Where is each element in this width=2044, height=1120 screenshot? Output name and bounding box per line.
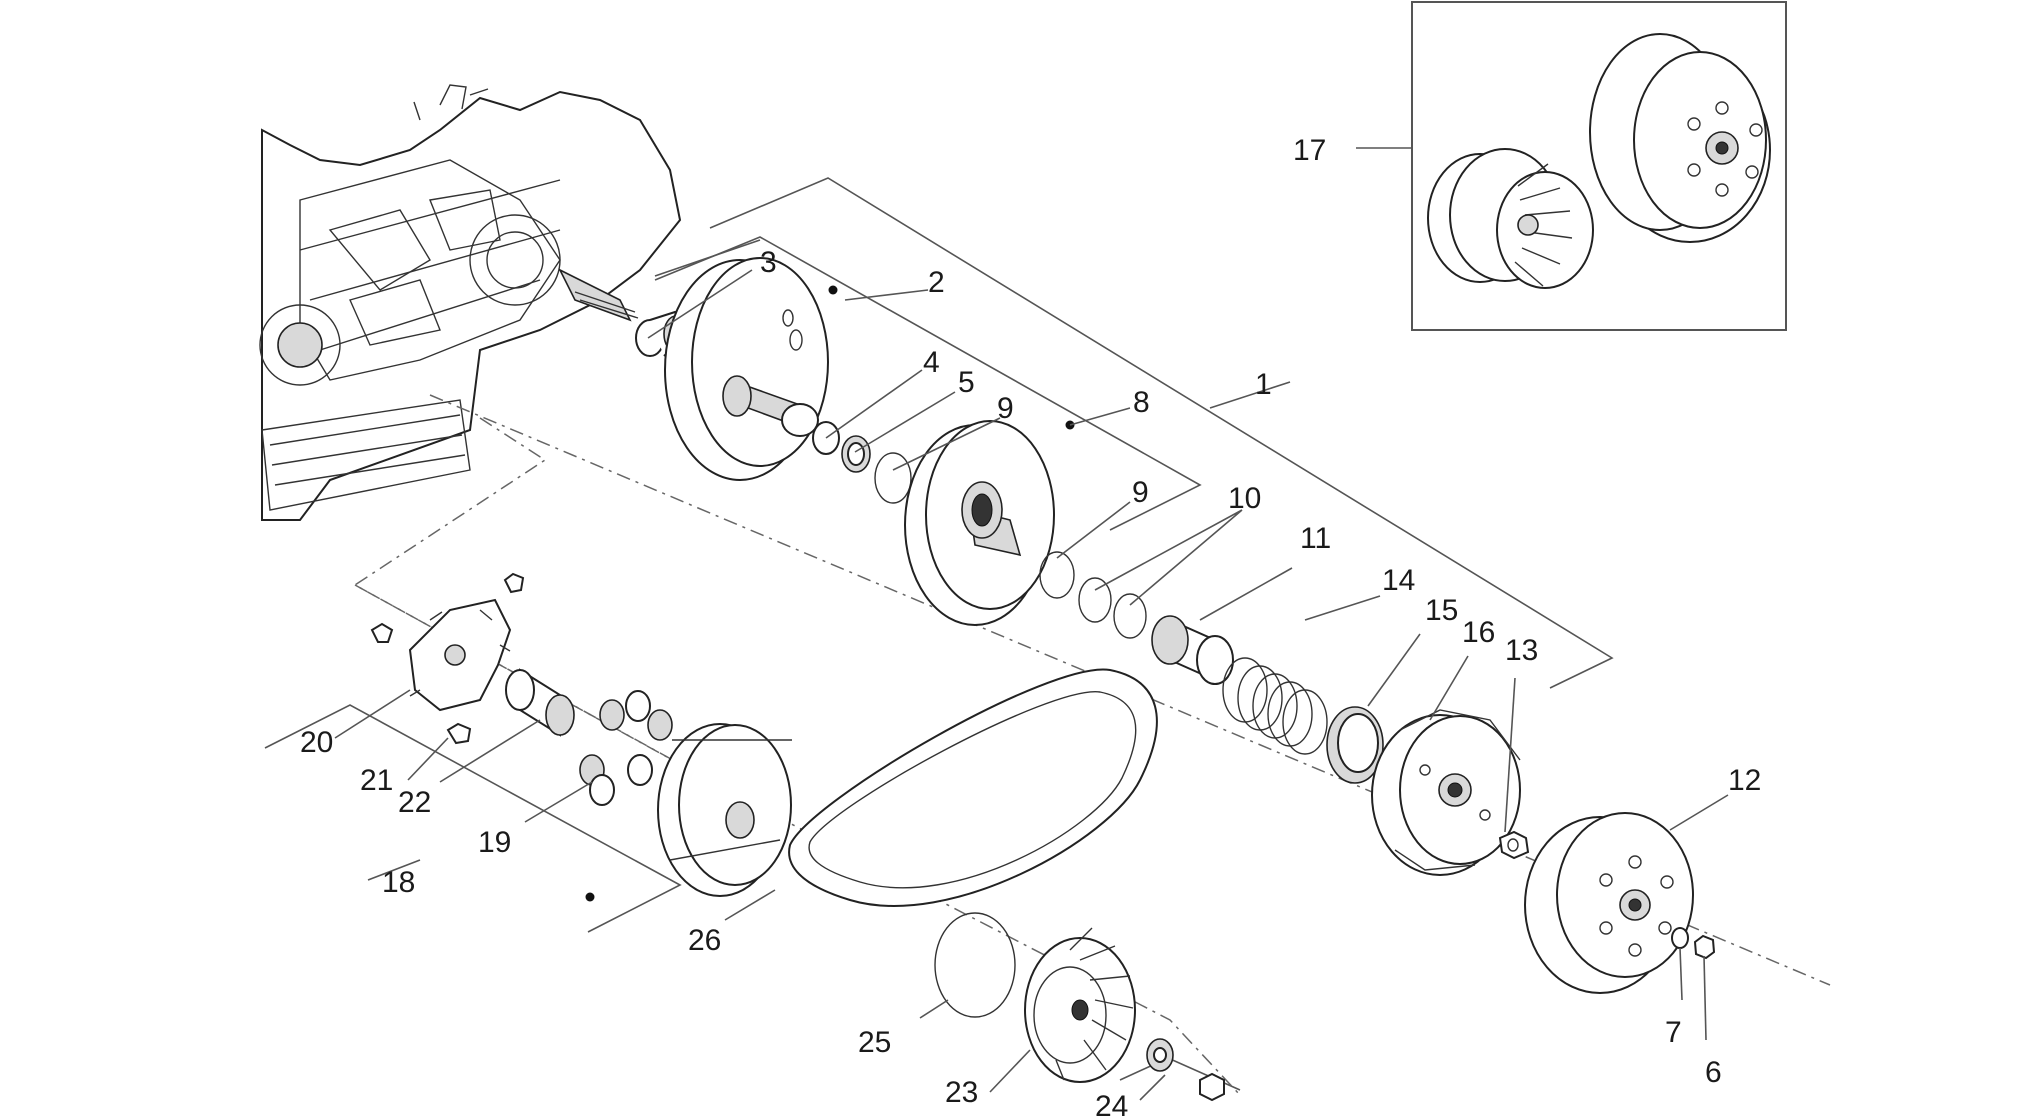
part-8-movable-half [904,420,1055,626]
parts-6-7-nut-washer [1671,927,1716,960]
callout-12: 12 [1728,764,1761,797]
callout-15: 15 [1425,594,1458,627]
callout-10: 10 [1228,482,1261,515]
inset-clutch-bell [1589,33,1771,243]
callout-11: 11 [1300,522,1331,555]
callout-1: 1 [1255,368,1272,401]
callout-18: 18 [382,866,415,899]
part-19-rollers [579,690,673,806]
part-13-nut [1498,830,1530,860]
callout-labels: 1 2 3 6 7 4 5 8 9 9 10 11 12 13 14 15 16… [300,134,1761,1120]
part-23-fan [1024,927,1136,1083]
callout-22: 22 [398,786,431,819]
part-11-sleeve [1151,615,1234,685]
callout-4: 4 [923,346,940,379]
engine-crankcase [259,84,682,521]
callout-2: 2 [928,266,945,299]
callout-14: 14 [1382,564,1415,597]
callout-25: 25 [858,1026,891,1059]
part-15-washer [1326,706,1384,784]
parts-9-10-rings [1039,551,1147,639]
callout-9a: 9 [997,392,1014,425]
part-22-bushing [505,668,575,737]
callout-6: 6 [1705,1056,1722,1089]
part-18-pulley [657,723,792,897]
part-14-spring [1222,657,1328,755]
callout-23: 23 [945,1076,978,1109]
part-25-oring [934,912,1016,1018]
callout-7: 7 [1665,1016,1682,1049]
callout-21: 21 [360,764,393,797]
parts-4-5-rings [812,421,912,504]
inset-kit-box [1411,1,1787,331]
part-26-belt [788,668,1158,907]
callout-13: 13 [1505,634,1538,667]
callout-5: 5 [958,366,975,399]
leader-lines [334,147,1729,1101]
callout-9b: 9 [1132,476,1149,509]
callout-16: 16 [1462,616,1495,649]
group-brackets [264,177,1614,1091]
part-16-clutch [1371,709,1521,876]
part-20-ramp-plate [370,572,525,712]
callout-8: 8 [1133,386,1150,419]
callout-17: 17 [1293,134,1326,167]
callout-3: 3 [760,246,777,279]
part-21-slider [446,722,472,745]
part-12-clutch-bell [1524,812,1694,994]
callout-24: 24 [1095,1090,1128,1120]
part-2-pulley-half [664,257,829,481]
callout-26: 26 [688,924,721,957]
part-24-washer-nut [1146,1038,1225,1102]
inset-pulley-fan [1427,148,1594,289]
callout-20: 20 [300,726,333,759]
callout-19: 19 [478,826,511,859]
